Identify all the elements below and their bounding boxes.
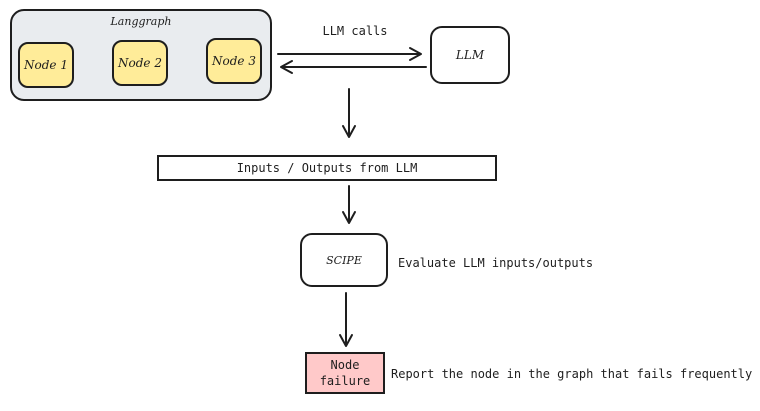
langgraph-title: Langgraph [110, 15, 172, 28]
scipe-note: Evaluate LLM inputs/outputs [398, 256, 594, 270]
arrow-to-io [342, 88, 356, 138]
node-2-box: Node 2 [112, 40, 168, 86]
arrow-to-scipe [342, 185, 356, 224]
arrow-to-failure [339, 292, 353, 347]
failure-note: Report the node in the graph that fails … [391, 367, 753, 381]
node-3-box: Node 3 [206, 38, 262, 84]
arrow-to-llm [277, 47, 422, 61]
llm-calls-label: LLM calls [322, 24, 388, 38]
node-failure-box: Node failure [305, 352, 385, 394]
llm-box: LLM [430, 26, 510, 84]
scipe-box: SCIPE [300, 233, 388, 287]
io-box: Inputs / Outputs from LLM [157, 155, 497, 181]
node-1-box: Node 1 [18, 42, 74, 88]
node-failure-line1: Node [330, 358, 360, 372]
node-failure-line2: failure [319, 374, 371, 388]
arrow-from-llm [280, 60, 427, 74]
